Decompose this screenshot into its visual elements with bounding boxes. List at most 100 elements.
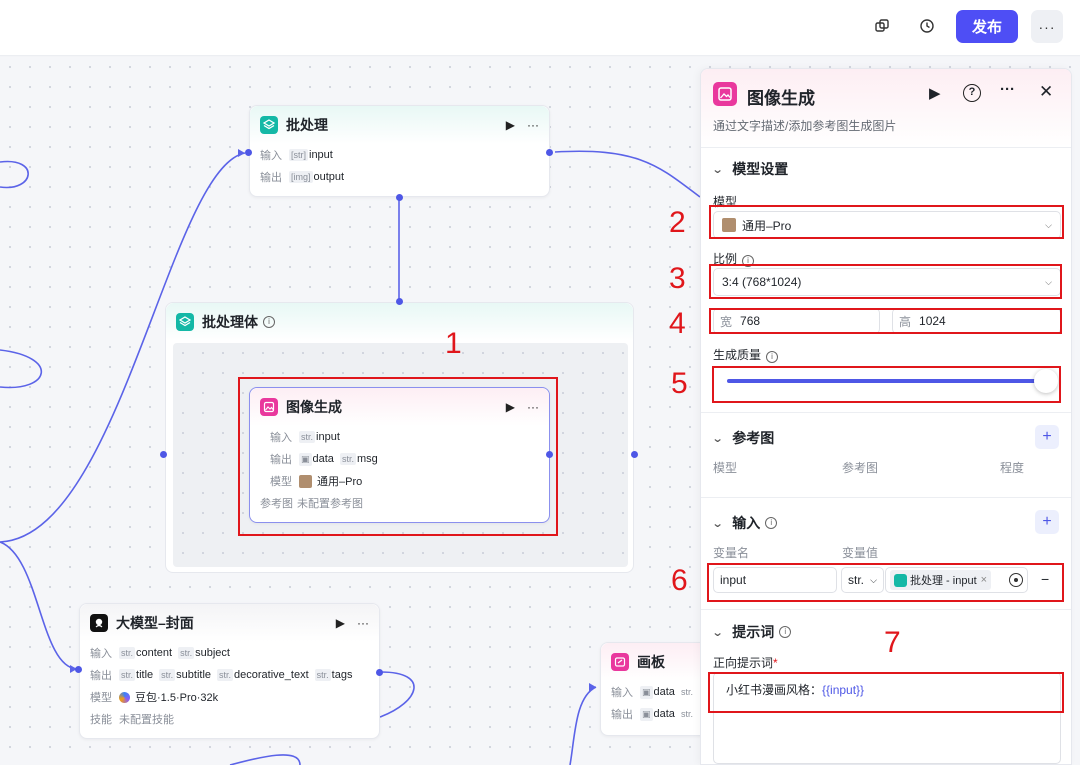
add-reference-button[interactable]: + (1035, 425, 1059, 449)
info-icon[interactable]: i (765, 517, 778, 529)
type-tag: str. (314, 669, 331, 681)
run-icon[interactable]: ▶ (505, 400, 515, 414)
ref-col-model: 模型 (713, 461, 738, 475)
output-port[interactable] (376, 669, 383, 676)
target-icon[interactable] (1009, 573, 1023, 587)
doubao-logo-icon (119, 691, 130, 703)
positive-prompt-label: 正向提示词* (713, 654, 778, 671)
body-port[interactable] (396, 194, 403, 201)
more-icon[interactable]: ··· (1000, 81, 1015, 98)
batch-node[interactable]: 批处理 ▶ ··· 输入[str]input 输出[img]output (249, 105, 550, 197)
layers-icon (260, 116, 278, 134)
output-value: decorative_text (234, 669, 309, 681)
var-type-select[interactable]: str.⌵ (841, 567, 884, 593)
type-tag: str. (178, 647, 195, 659)
run-icon[interactable]: ▶ (505, 118, 515, 132)
section-title: 模型设置 (732, 161, 789, 177)
ref-key: 参考图 (260, 498, 293, 510)
ref-col-image: 参考图 (842, 461, 879, 475)
annotation-number-2: 2 (669, 206, 686, 239)
output-value: subtitle (176, 669, 212, 681)
input-port[interactable] (245, 149, 252, 156)
var-name-input[interactable]: input (713, 567, 837, 593)
annotation-box-5 (712, 366, 1061, 403)
input-port[interactable] (75, 666, 82, 673)
remove-icon[interactable]: × (980, 574, 988, 586)
group-right-port[interactable] (631, 451, 638, 458)
output-port[interactable] (546, 149, 553, 156)
input-key: 输入 (90, 648, 112, 660)
annotation-number-1: 1 (445, 327, 462, 360)
model-avatar (299, 474, 312, 488)
positive-prompt-label-text: 正向提示词 (713, 656, 774, 670)
output-key: 输出 (260, 172, 282, 184)
info-icon[interactable]: i (766, 351, 779, 363)
section-title: 提示词 (732, 624, 775, 640)
output-value: output (313, 171, 345, 183)
var-ref-select[interactable]: 批处理 - input × (885, 567, 1028, 593)
help-icon[interactable]: ? (963, 84, 981, 102)
node-title: 批处理 (286, 117, 328, 133)
image-type-icon: ▣ (640, 685, 653, 699)
publish-button[interactable]: 发布 (956, 10, 1018, 43)
output-key: 输出 (90, 670, 112, 682)
group-title: 批处理体 (202, 314, 258, 330)
model-settings-header[interactable]: ⌄ 模型设置 (711, 159, 789, 179)
run-icon[interactable]: ▶ (335, 616, 345, 630)
copy-icon[interactable] (866, 10, 898, 42)
divider (701, 412, 1071, 413)
top-bar: 发布 ··· (0, 0, 1080, 56)
more-icon[interactable]: ··· (527, 118, 539, 132)
input-value: input (309, 149, 333, 161)
more-icon[interactable]: ··· (527, 400, 539, 414)
model-value: 豆包·1.5·Pro·32k (135, 692, 219, 704)
ref-col-strength: 程度 (1000, 461, 1025, 475)
image-type-icon: ▣ (640, 707, 653, 721)
image-type-icon: ▣ (299, 452, 312, 466)
reference-header[interactable]: ⌄ 参考图 (711, 428, 775, 448)
model-key: 模型 (90, 692, 112, 704)
run-icon[interactable]: ▶ (929, 85, 941, 102)
output-value: msg (356, 453, 378, 465)
remove-row-button[interactable]: − (1041, 571, 1050, 587)
group-top-port[interactable] (396, 298, 403, 305)
add-input-button[interactable]: + (1035, 510, 1059, 534)
annotation-box-3 (709, 264, 1062, 299)
section-title: 参考图 (732, 430, 775, 446)
divider (701, 609, 1071, 610)
info-icon[interactable]: i (263, 316, 275, 328)
info-icon[interactable]: i (779, 626, 792, 638)
history-icon[interactable] (911, 10, 943, 42)
width-label: 宽 (720, 314, 733, 329)
type-tag: str. (680, 709, 693, 719)
quality-slider-track[interactable] (727, 379, 1049, 383)
input-key: 输入 (270, 432, 292, 444)
type-tag: str. (299, 431, 316, 443)
width-value: 768 (740, 314, 761, 328)
group-left-port[interactable] (160, 451, 167, 458)
model-avatar (722, 218, 736, 232)
close-icon[interactable]: ✕ (1039, 82, 1054, 101)
chevron-down-icon: ⌄ (711, 432, 724, 445)
chevron-down-icon: ⌄ (711, 163, 724, 176)
quality-slider-handle[interactable] (1034, 369, 1058, 393)
height-value: 1024 (919, 314, 946, 328)
type-tag: [img] (289, 171, 313, 183)
annotation-number-7: 7 (884, 626, 901, 659)
panel-description: 通过文字描述/添加参考图生成图片 (713, 119, 897, 133)
output-port[interactable] (546, 451, 553, 458)
more-options-button[interactable]: ··· (1031, 10, 1063, 43)
output-key: 输出 (611, 709, 633, 721)
image-icon (713, 82, 737, 106)
type-tag: str. (159, 669, 176, 681)
annotation-box-1 (238, 377, 558, 536)
type-tag: str. (119, 669, 136, 681)
more-icon[interactable]: ··· (357, 616, 369, 630)
info-icon[interactable]: i (742, 255, 755, 267)
